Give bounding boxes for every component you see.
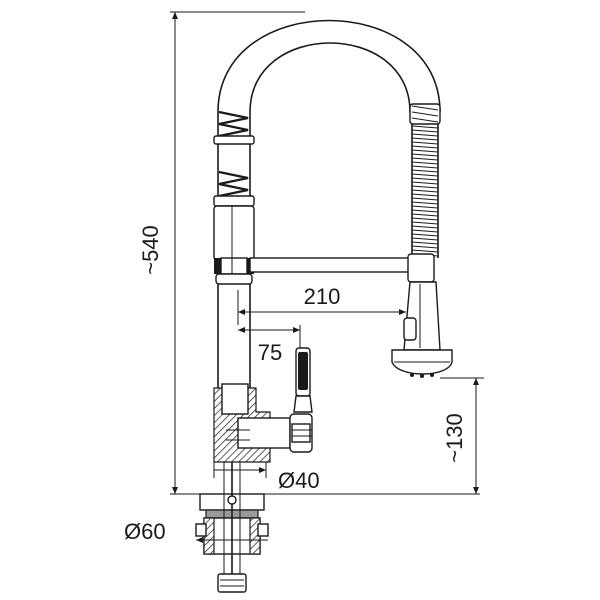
- coil-turn: [411, 145, 439, 149]
- coil-turn: [411, 197, 439, 201]
- coil-turn: [411, 241, 439, 245]
- coil-turn: [411, 217, 439, 221]
- coil-turn: [411, 189, 439, 193]
- coil-turn: [411, 249, 439, 253]
- handle-offset-dimension: 75: [238, 325, 301, 400]
- coil-turn: [411, 245, 439, 249]
- spring-coil: [409, 103, 441, 258]
- flange-diameter-label: Ø60: [124, 519, 166, 544]
- coil-turn: [411, 161, 439, 165]
- coil-turn: [411, 193, 439, 197]
- coil-turn: [411, 181, 439, 185]
- coil-turn: [411, 213, 439, 217]
- coil-turn: [411, 133, 439, 137]
- coil-turn: [411, 125, 439, 129]
- spout-arc: [217, 19, 441, 113]
- flange-dimension: Ø60: [124, 519, 268, 544]
- coil-turn: [411, 225, 439, 229]
- reach-dimension: 210: [237, 284, 406, 325]
- coil-turn: [411, 177, 439, 181]
- hole-dimension: Ø40: [213, 462, 320, 493]
- coil-turn: [411, 205, 439, 209]
- coil-turn: [411, 173, 439, 177]
- handle-offset-label: 75: [258, 340, 282, 365]
- height-total-label: ~540: [138, 225, 163, 275]
- coil-turn: [411, 237, 439, 241]
- hole-diameter-label: Ø40: [278, 468, 320, 493]
- mixer-body: [213, 383, 313, 463]
- coil-turn: [411, 153, 439, 157]
- coil-turn: [411, 149, 439, 153]
- coil-turn: [411, 185, 439, 189]
- coil-turn: [411, 157, 439, 161]
- coil-turn: [411, 141, 439, 145]
- handle-lever[interactable]: [293, 347, 313, 413]
- coil-turn: [411, 165, 439, 169]
- spray-height-label: ~130: [442, 413, 467, 463]
- coil-turn: [411, 201, 439, 205]
- coil-turn: [411, 137, 439, 141]
- spray-head[interactable]: [391, 281, 453, 378]
- mounting-shank: [195, 462, 269, 593]
- coil-turn: [411, 221, 439, 225]
- coil-turn: [411, 129, 439, 133]
- coil-turn: [411, 229, 439, 233]
- coil-turn: [411, 209, 439, 213]
- height-dimension: ~540: [138, 11, 305, 495]
- spout-reach-label: 210: [304, 284, 341, 309]
- holder-bar: [249, 253, 435, 283]
- coil-turn: [411, 233, 439, 237]
- coil-turn: [411, 169, 439, 173]
- left-column: [213, 110, 255, 390]
- spray-height-dimension: ~130: [440, 377, 484, 494]
